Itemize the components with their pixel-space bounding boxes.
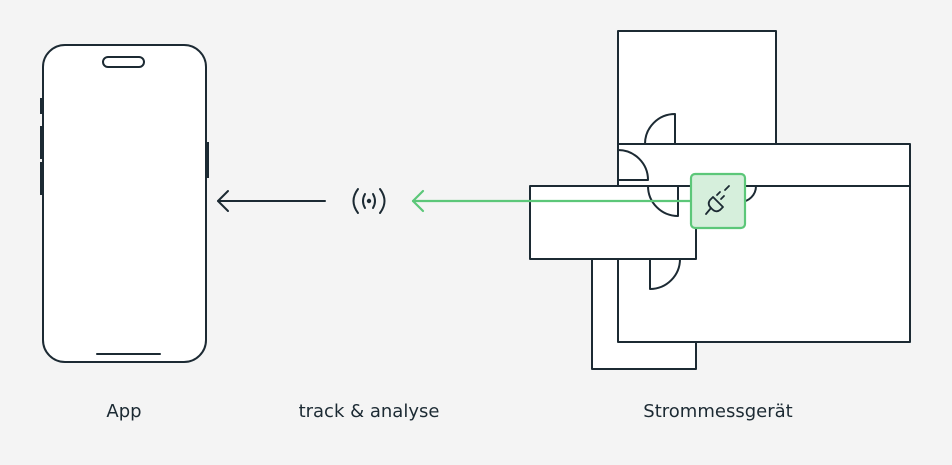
- door-swings: [617, 113, 757, 290]
- app-label: App: [106, 401, 142, 422]
- power-meter-label: Strommessgerät: [643, 401, 793, 422]
- floor-plan: [529, 30, 911, 370]
- power-plug-icon: [689, 172, 747, 230]
- smartphone-icon: [40, 44, 209, 363]
- wireless-signal-icon: [352, 188, 386, 214]
- arrow-to-app: [217, 190, 326, 212]
- data-flow-arrow: [411, 189, 693, 213]
- track-analyse-label: track & analyse: [298, 401, 440, 422]
